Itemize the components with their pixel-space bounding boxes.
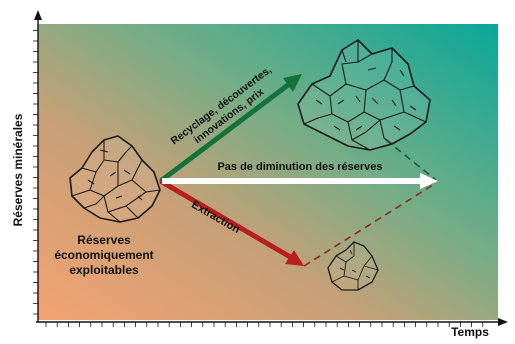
dashed-line-red: [303, 182, 437, 267]
rock-small-icon: [327, 241, 379, 291]
rock-medium-icon: [69, 135, 161, 223]
white-arrow-label: Pas de diminution des réserves: [217, 161, 382, 173]
y-axis-arrowhead: [34, 10, 42, 20]
x-axis-ticks: [45, 322, 484, 327]
x-axis-label: Temps: [451, 325, 489, 339]
reserves-label-line2: économiquement: [54, 248, 153, 262]
rock-large-icon: [297, 39, 431, 151]
red-arrow: [159, 179, 304, 266]
reserves-label: Réserves économiquement exploitables: [54, 233, 153, 277]
reserves-label-line3: exploitables: [69, 263, 139, 277]
y-axis-ticks: [33, 30, 38, 315]
y-axis-label: Réserves minérales: [11, 113, 25, 226]
x-axis-arrowhead: [498, 318, 508, 326]
green-arrow: [159, 74, 302, 183]
dashed-line-green: [385, 139, 437, 181]
reserves-label-line1: Réserves: [77, 233, 131, 247]
plot-background: [38, 24, 498, 320]
white-arrow: [162, 173, 438, 189]
axes: [33, 10, 508, 327]
